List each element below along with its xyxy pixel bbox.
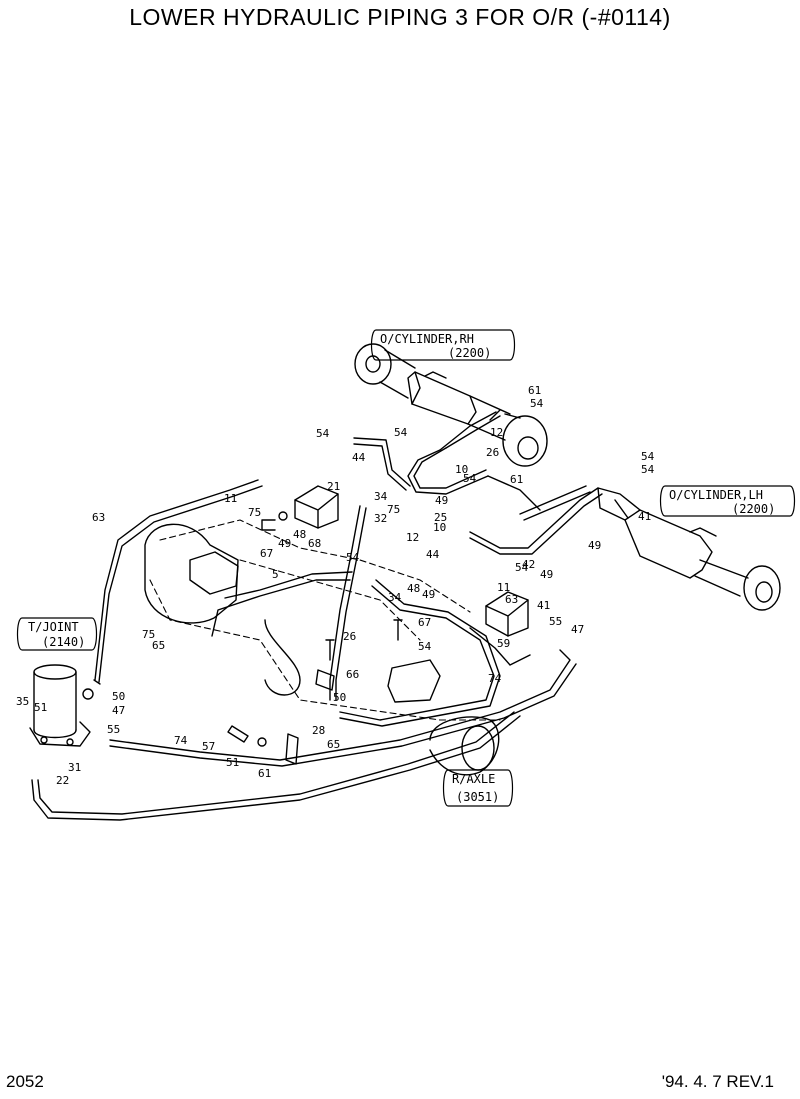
callout-label: 65 [327, 738, 340, 751]
ref-name: O/CYLINDER,RH [380, 332, 474, 346]
callout-label: 26 [486, 446, 499, 459]
callout-label: 54 [641, 463, 655, 476]
callout-label: 34 [388, 591, 402, 604]
callout-label: 59 [497, 637, 510, 650]
ref-code: (3051) [456, 790, 499, 804]
revision-date: '94. 4. 7 REV.1 [661, 1072, 774, 1091]
tjoint-bubble [16, 617, 98, 651]
ref-name: O/CYLINDER,LH [669, 488, 763, 502]
callout-label: 49 [422, 588, 435, 601]
ref-code: (2200) [448, 346, 491, 360]
callout-label: 54 [641, 450, 655, 463]
ref-code: (2140) [42, 635, 85, 649]
callout-label: 12 [406, 531, 419, 544]
callout-label: 61 [258, 767, 271, 780]
callout-label: 63 [505, 593, 518, 606]
ref-name: R/AXLE [452, 772, 495, 786]
callout-label: 41 [537, 599, 550, 612]
callout-label: 54 [316, 427, 330, 440]
callout-label: 55 [549, 615, 562, 628]
callout-label: 22 [56, 774, 69, 787]
callout-label: 55 [107, 723, 120, 736]
callout-label: 47 [571, 623, 584, 636]
ref-name: T/JOINT [28, 620, 79, 634]
callout-label: 32 [374, 512, 387, 525]
callout-label: 75 [248, 506, 261, 519]
callout-label: 26 [343, 630, 356, 643]
ocyl-lh-bubble [659, 485, 796, 517]
callout-label: 5 [272, 568, 279, 581]
cylinder-lh-icon [597, 487, 781, 611]
callout-label: 63 [92, 511, 105, 524]
callout-label: 12 [490, 426, 503, 439]
callout-label: 25 [434, 511, 447, 524]
callout-label: 51 [226, 756, 239, 769]
callout-label: 41 [638, 510, 651, 523]
tjoint-icon [29, 664, 91, 747]
callout-label: 48 [407, 582, 420, 595]
callout-label: 54 [463, 472, 477, 485]
callout-label: 74 [174, 734, 188, 747]
callout-label: 75 [142, 628, 155, 641]
callout-label: 44 [426, 548, 440, 561]
ref-code: (2200) [732, 502, 775, 516]
callout-label: 47 [112, 704, 125, 717]
callout-label: 11 [224, 492, 237, 505]
raxle-bubble [442, 769, 514, 807]
callout-label: 51 [34, 701, 47, 714]
callout-label: 11 [497, 581, 510, 594]
callout-label: 54 [418, 640, 432, 653]
callout-label: 61 [510, 473, 523, 486]
callout-label: 21 [327, 480, 340, 493]
callout-label: 44 [352, 451, 366, 464]
page-number: 2052 [6, 1072, 44, 1091]
callout-label: 54 [394, 426, 408, 439]
callout-label: 67 [260, 547, 273, 560]
cylinder-rh-icon [354, 343, 548, 467]
callout-label: 50 [333, 691, 346, 704]
callout-label: 35 [16, 695, 29, 708]
callout-label: 49 [588, 539, 601, 552]
callout-label: 49 [435, 494, 448, 507]
callout-label: 75 [387, 503, 400, 516]
callout-label: 66 [346, 668, 359, 681]
callout-label: 10 [455, 463, 468, 476]
callout-label: 10 [433, 521, 446, 534]
callout-label: 61 [528, 384, 541, 397]
callout-label: 50 [112, 690, 125, 703]
callout-label: 54 [346, 551, 360, 564]
callout-label: 57 [202, 740, 215, 753]
callout-label: 34 [374, 490, 388, 503]
callout-label: 68 [308, 537, 321, 550]
callout-label: 48 [293, 528, 306, 541]
callout-label: 67 [418, 616, 431, 629]
callout-label: 49 [278, 537, 291, 550]
callout-label: 28 [312, 724, 325, 737]
callout-label: 65 [152, 639, 165, 652]
callout-label: 42 [522, 558, 535, 571]
callout-label: 49 [540, 568, 553, 581]
ocyl-rh-bubble [370, 329, 516, 361]
callout-label: 54 [515, 561, 529, 574]
page-title: LOWER HYDRAULIC PIPING 3 FOR O/R (-#0114… [129, 4, 671, 30]
callout-label: 31 [68, 761, 81, 774]
callout-label: 74 [488, 672, 502, 685]
callout-label: 54 [530, 397, 544, 410]
